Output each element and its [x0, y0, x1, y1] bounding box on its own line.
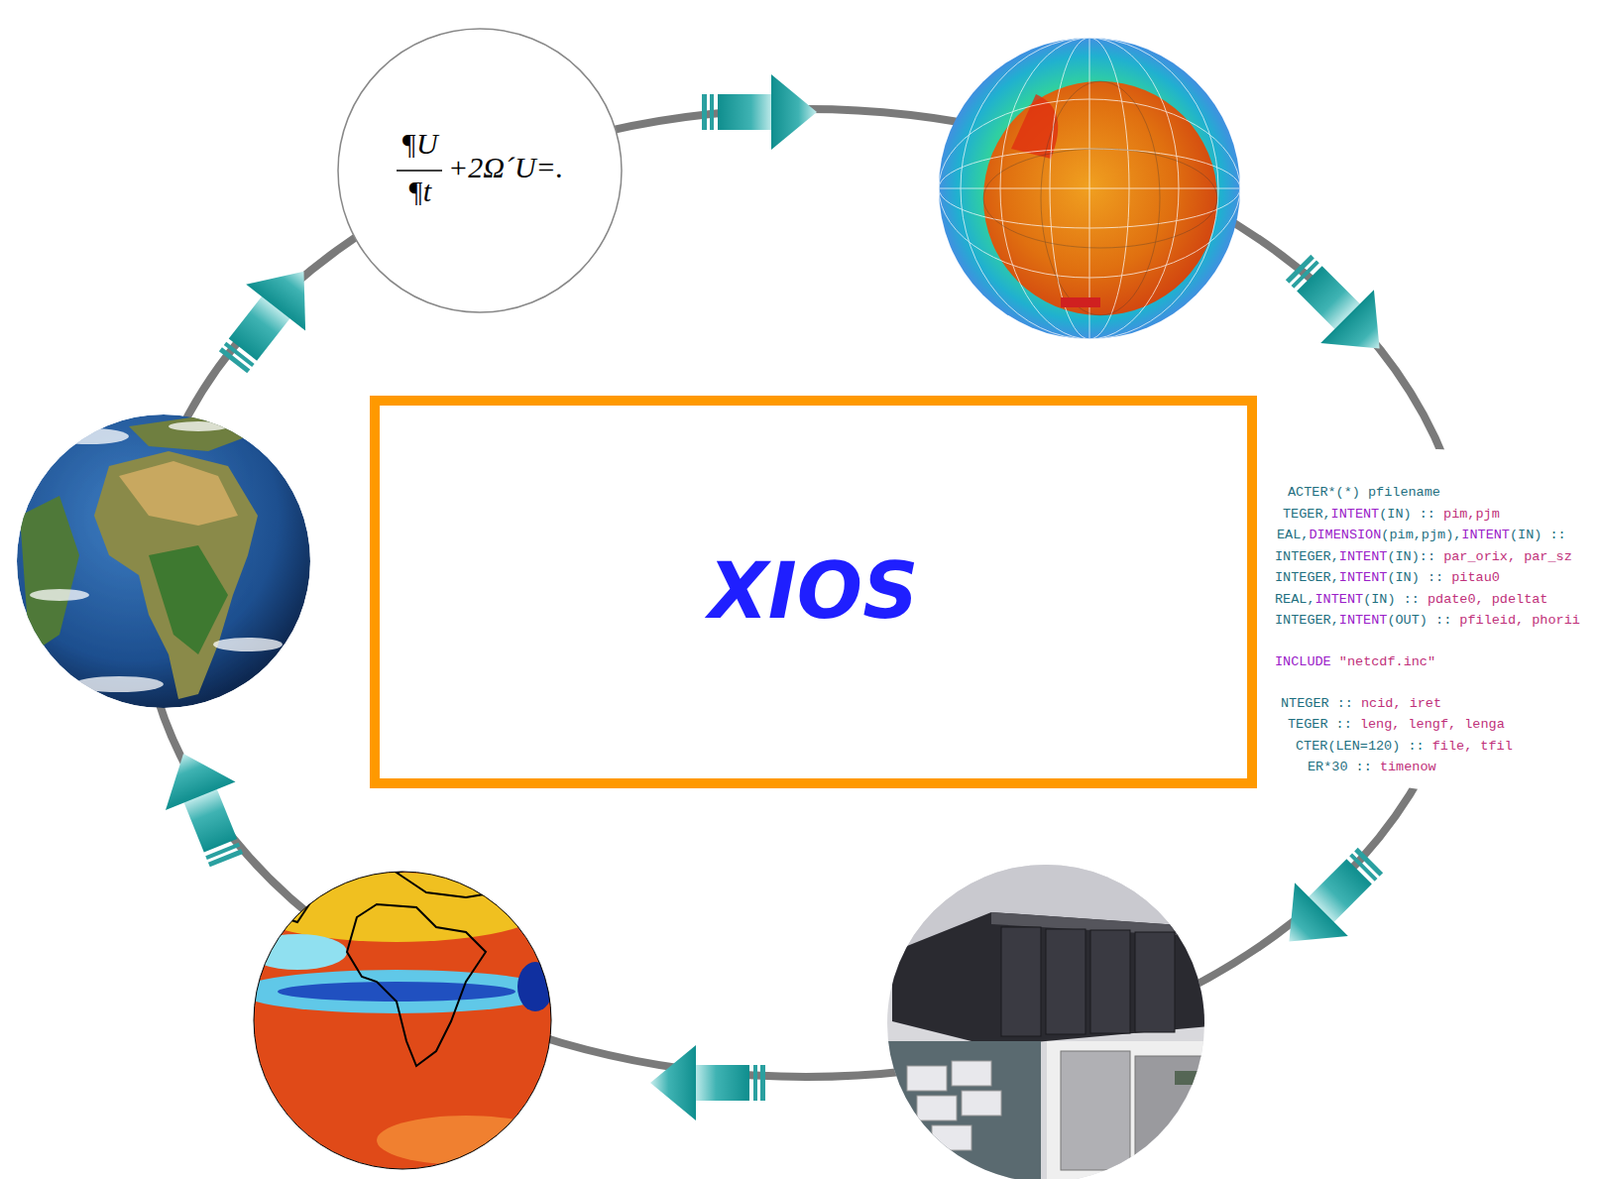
code-token: INTEGER,	[1274, 570, 1340, 585]
code-token: INCLUDE	[1274, 654, 1332, 670]
code-token: ACTER*(*) pfilename	[1287, 484, 1441, 500]
code-line: INTEGER,INTENT(IN) :: pitau0	[1274, 571, 1500, 586]
supercomputer-photo	[882, 862, 1210, 1179]
code-token	[1331, 654, 1340, 670]
flow-arrow	[203, 247, 334, 385]
code-token: (IN) ::	[1378, 506, 1436, 522]
code-token: par_orix, par_sz	[1435, 549, 1573, 565]
code-line: TEGER,INTENT(IN) :: pim,pjm	[1282, 507, 1500, 523]
code-token: (IN) ::	[1386, 570, 1444, 585]
flow-arrow	[1271, 240, 1407, 376]
code-token: INTENT	[1339, 549, 1388, 565]
equation-rest: +2Ω´U=.	[448, 150, 564, 184]
code-token: DIMENSION	[1308, 527, 1381, 543]
code-circle: ACTER*(*) pfilenameTEGER,INTENT(IN) :: p…	[1266, 449, 1600, 791]
code-token: file, tfil	[1424, 738, 1513, 754]
code-token: INTEGER,	[1274, 549, 1340, 565]
code-token: TEGER,	[1282, 506, 1332, 522]
code-line: INCLUDE "netcdf.inc"	[1274, 655, 1436, 671]
code-line: TEGER :: leng, lengf, lenga	[1287, 717, 1505, 733]
flow-arrow	[650, 1044, 766, 1121]
code-line: INTEGER,INTENT(OUT) :: pfileid, phorii	[1274, 613, 1581, 629]
output-map-globe	[237, 862, 556, 1169]
code-token: leng, lengf, lenga	[1352, 716, 1505, 732]
code-line: ACTER*(*) pfilename	[1287, 485, 1441, 501]
code-token: INTENT	[1315, 591, 1365, 607]
equation-numerator: ¶U	[396, 126, 443, 160]
circle-outline	[338, 28, 622, 313]
code-token: REAL,	[1274, 591, 1316, 607]
code-token: (IN) ::	[1509, 527, 1567, 543]
code-token: ER*30 ::	[1307, 759, 1372, 775]
code-token: "netcdf.inc"	[1339, 654, 1436, 670]
code-line: ER*30 :: timenow	[1307, 760, 1437, 776]
code-line: NTEGER :: ncid, iret	[1280, 696, 1442, 712]
code-token: TEGER ::	[1287, 716, 1353, 732]
code-token: timenow	[1371, 759, 1437, 775]
code-token: INTEGER,	[1274, 612, 1340, 628]
equation-denominator: ¶t	[396, 174, 443, 208]
code-token: pitau0	[1443, 570, 1500, 585]
code-token: INTENT	[1331, 506, 1380, 522]
code-token: INTENT	[1339, 612, 1388, 628]
code-token: ncid, iret	[1353, 695, 1442, 711]
flow-arrow	[701, 74, 817, 150]
code-token: pim,pjm	[1435, 506, 1500, 522]
code-token: INTENT	[1461, 527, 1510, 543]
code-token: pfileid, phorii	[1451, 612, 1581, 628]
model-grid-globe	[938, 37, 1241, 340]
fraction-bar	[396, 169, 443, 172]
center-box: XIOS	[369, 395, 1258, 789]
code-line: REAL,INTENT(IN) :: pdate0, pdeltat	[1274, 592, 1548, 608]
code-token: (IN)::	[1386, 549, 1436, 565]
code-token: EAL,	[1276, 527, 1309, 543]
flow-arrow	[148, 739, 262, 875]
equation-circle: ¶U ¶t+2Ω´U=.	[337, 27, 623, 314]
code-token: NTEGER ::	[1280, 695, 1354, 711]
code-token: (IN) ::	[1363, 591, 1420, 607]
code-line: EAL,DIMENSION(pim,pjm),INTENT(IN) ::	[1276, 528, 1567, 544]
flow-arrow	[1262, 833, 1398, 969]
code-token: INTENT	[1339, 570, 1388, 585]
code-token: pdate0, pdeltat	[1419, 591, 1549, 607]
earth-image	[16, 414, 311, 708]
code-line: INTEGER,INTENT(IN):: par_orix, par_sz	[1274, 550, 1573, 566]
code-token: (pim,pjm),	[1380, 527, 1462, 543]
code-disc	[1266, 449, 1600, 791]
code-line: CTER(LEN=120) :: file, tfil	[1295, 739, 1513, 755]
box-title: XIOS	[369, 395, 1258, 789]
code-token: CTER(LEN=120) ::	[1295, 738, 1425, 754]
code-token: (OUT) ::	[1386, 612, 1452, 628]
